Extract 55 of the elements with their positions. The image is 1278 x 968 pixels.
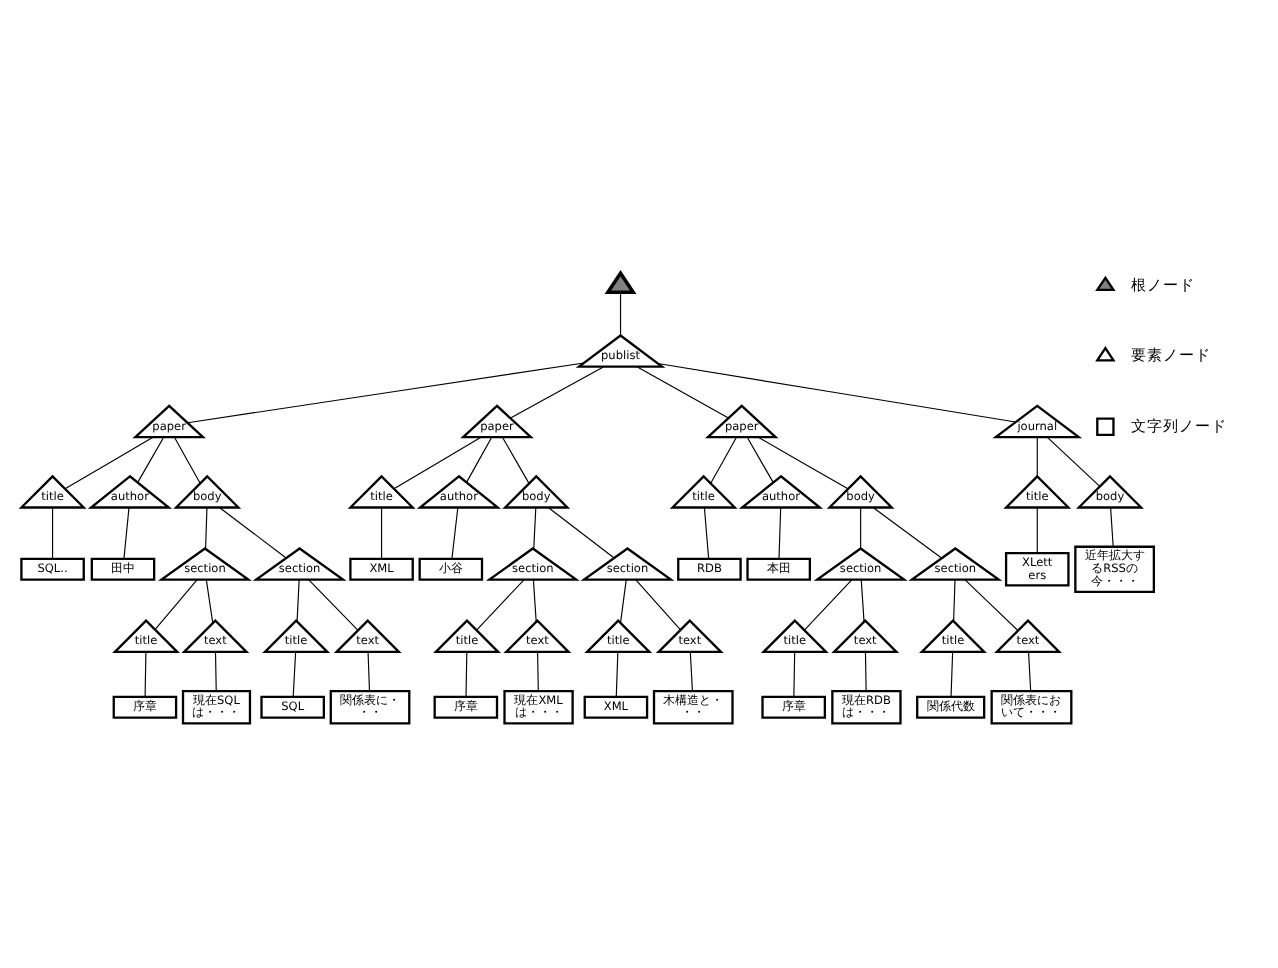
connector [964, 578, 1019, 631]
connector [292, 650, 297, 697]
connector [137, 435, 165, 482]
connector [154, 578, 198, 629]
connector [860, 578, 865, 622]
connector [205, 578, 214, 623]
connector [872, 506, 943, 558]
connector [689, 650, 693, 691]
connector [1036, 506, 1038, 553]
connector [214, 650, 217, 691]
connector [367, 650, 371, 691]
connector [123, 506, 130, 559]
connector [187, 361, 585, 423]
connector [746, 435, 774, 482]
connector [451, 506, 459, 559]
connector [501, 435, 530, 483]
connector [393, 435, 482, 489]
connector [860, 506, 862, 548]
connector [657, 361, 1017, 422]
connector [1110, 506, 1114, 547]
connector [950, 650, 954, 697]
connector [205, 506, 208, 549]
connector [864, 650, 867, 691]
connector [533, 506, 537, 549]
connector [144, 650, 147, 697]
connector [1027, 650, 1032, 691]
connector [703, 506, 710, 559]
connector [308, 578, 359, 630]
connector [793, 650, 796, 697]
connector [1046, 435, 1101, 486]
connector [1036, 435, 1038, 476]
connector [710, 435, 737, 483]
connector [757, 435, 849, 489]
connector [620, 578, 627, 622]
connector [778, 506, 782, 559]
connector [510, 365, 604, 418]
connector [296, 578, 300, 621]
connector [537, 650, 539, 691]
connector [465, 650, 468, 697]
connector [532, 578, 537, 622]
connector [476, 578, 525, 630]
connector [173, 435, 201, 483]
connector [619, 290, 622, 335]
connector [803, 578, 853, 630]
connector [636, 365, 729, 418]
connector [953, 578, 956, 621]
connector [615, 650, 619, 697]
connector [219, 506, 287, 558]
connector [465, 435, 493, 482]
connector [52, 506, 54, 559]
connector [381, 506, 383, 559]
connector [64, 435, 154, 489]
node-triangle [604, 269, 637, 293]
connector [635, 578, 681, 630]
connector [547, 506, 615, 558]
